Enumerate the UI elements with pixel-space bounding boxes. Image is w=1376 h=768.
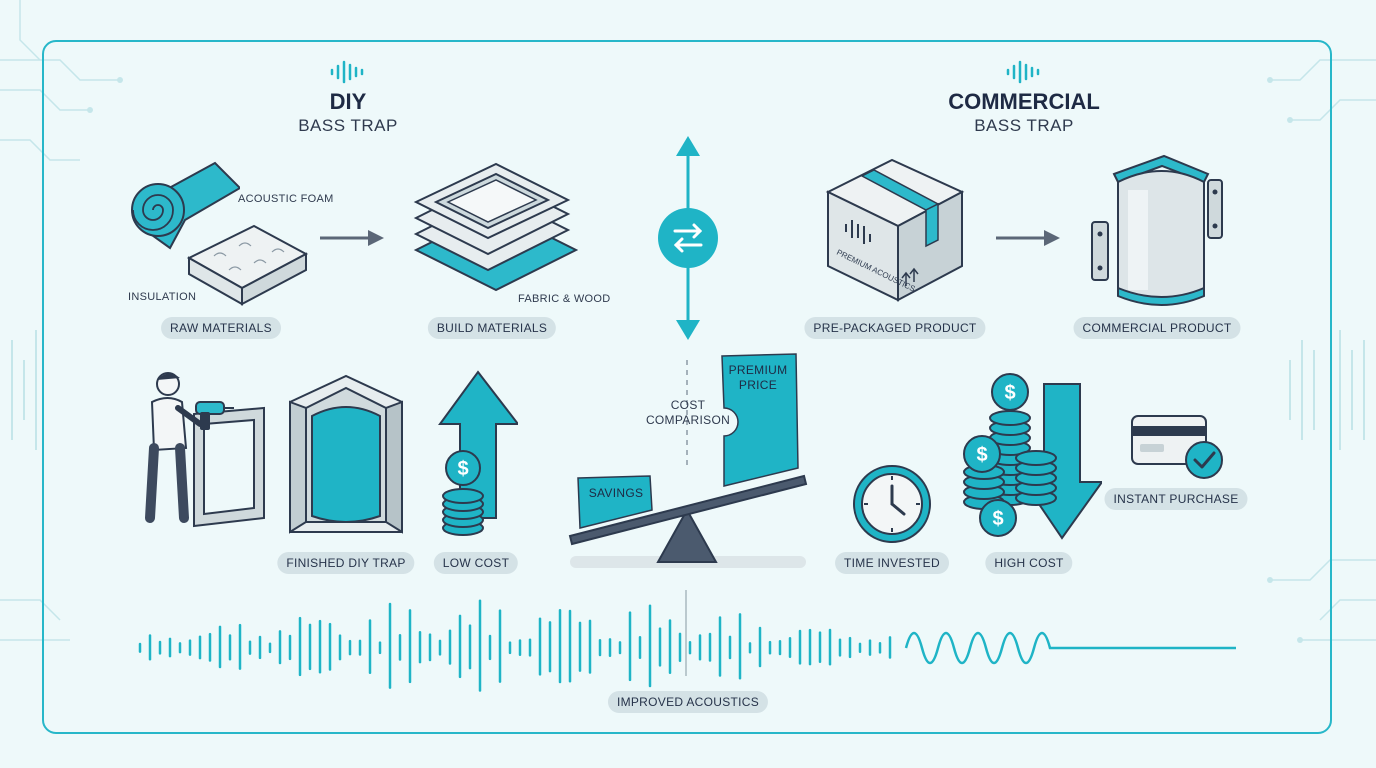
foam-roll-icon xyxy=(131,161,240,250)
waveform-graphic xyxy=(138,590,1236,692)
box-icon: PREMIUM ACOUSTICS xyxy=(825,158,965,302)
main-frame xyxy=(42,40,1332,734)
commercial-product-pill: COMMERCIAL PRODUCT xyxy=(1073,317,1241,339)
clock-icon xyxy=(853,465,931,543)
svg-text:$: $ xyxy=(1004,382,1015,404)
diy-trap-icon xyxy=(289,374,403,534)
improved-acoustics-pill: IMPROVED ACOUSTICS xyxy=(607,691,769,713)
commercial-subtitle: BASS TRAP xyxy=(974,116,1074,135)
finished-diy-pill: FINISHED DIY TRAP xyxy=(277,552,415,574)
low-cost-pill: LOW COST xyxy=(433,552,519,574)
sound-wave-icon xyxy=(1006,60,1040,84)
raw-materials-pill: RAW MATERIALS xyxy=(161,317,281,339)
arrow-right-icon xyxy=(996,230,1060,246)
person-drill-icon xyxy=(145,372,265,528)
savings-label: SAVINGS xyxy=(588,486,644,500)
dollar-coin-icon: $ $ $ xyxy=(963,373,1057,537)
dollar-coin-icon: $ xyxy=(442,450,484,536)
svg-text:$: $ xyxy=(992,508,1003,530)
cost-comparison-label: COST COMPARISON xyxy=(645,398,731,427)
diy-subtitle: BASS TRAP xyxy=(298,116,398,135)
credit-card-icon xyxy=(1131,415,1223,479)
checkmark-icon xyxy=(1185,441,1223,479)
arrow-right-icon xyxy=(320,230,384,246)
high-cost-pill: HIGH COST xyxy=(985,552,1073,574)
commercial-title: COMMERCIAL xyxy=(948,89,1100,114)
insulation-label: INSULATION xyxy=(128,291,197,303)
insulation-icon xyxy=(186,224,309,306)
build-materials-pill: BUILD MATERIALS xyxy=(427,317,557,339)
svg-text:$: $ xyxy=(457,458,468,480)
seesaw-icon xyxy=(568,353,808,568)
premium-price-label: PREMIUM PRICE xyxy=(728,363,788,392)
commercial-trap-icon xyxy=(1091,154,1223,306)
svg-text:$: $ xyxy=(976,444,987,466)
swap-icon xyxy=(658,136,718,340)
instant-purchase-pill: INSTANT PURCHASE xyxy=(1104,488,1248,510)
sound-wave-icon xyxy=(330,60,364,84)
frame-stack-icon xyxy=(413,162,578,292)
fabric-wood-label: FABRIC & WOOD xyxy=(518,293,611,305)
acoustic-foam-label: ACOUSTIC FOAM xyxy=(238,193,334,205)
time-invested-pill: TIME INVESTED xyxy=(835,552,949,574)
diy-title: DIY xyxy=(329,89,367,114)
pre-packaged-pill: PRE-PACKAGED PRODUCT xyxy=(804,317,986,339)
